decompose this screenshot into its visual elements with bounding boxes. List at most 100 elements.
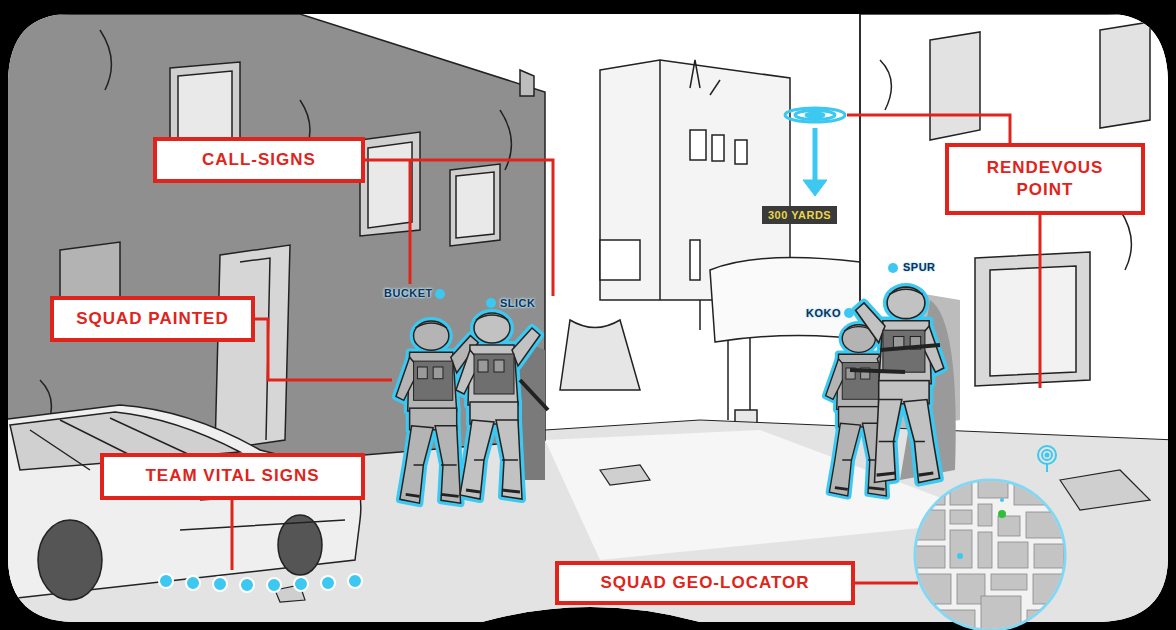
back-buildings-part [600, 240, 640, 280]
callout-box: RENDEVOUS POINT [945, 143, 1145, 215]
squad-geo-locator-map-part-part [1046, 464, 1048, 472]
rendezvous-marker-part [806, 113, 824, 117]
rubble-part [1060, 470, 1150, 510]
right-building-part [930, 32, 980, 140]
callout-text: SQUAD PAINTED [76, 308, 228, 330]
left-building-part [215, 245, 290, 450]
squad-painted-soldiers-part [406, 323, 459, 496]
squad-geo-locator-map-part-part [978, 480, 1008, 498]
back-buildings-part [690, 60, 720, 95]
squad-geo-locator-map-part-part [978, 532, 992, 568]
rendezvous-marker [785, 108, 845, 196]
call-sign-dots-part [435, 289, 445, 299]
leader-lines-part [855, 582, 918, 585]
squad-geo-locator-map-part-part [950, 510, 972, 524]
squad-geo-locator-map-part-part [998, 542, 1028, 568]
team-vital-signs-dots-part [240, 578, 254, 592]
squad-geo-locator-map-part-part [950, 480, 972, 505]
call-sign-dots-part [888, 263, 898, 273]
rendezvous-marker-part [813, 128, 818, 182]
back-buildings-part [735, 140, 747, 164]
left-building-part [520, 70, 534, 96]
squad-geo-locator-map-part [998, 510, 1006, 518]
team-vital-signs-dots-part [186, 576, 200, 590]
callout-box: TEAM VITAL SIGNS [100, 453, 365, 500]
squad-geo-locator-map-part-part [915, 610, 975, 630]
squad-geo-locator-map-part-part [981, 596, 1021, 630]
left-building-part [450, 164, 500, 246]
back-buildings-part [712, 135, 724, 161]
banner-cloth [560, 258, 870, 436]
leader-lines-part [1039, 215, 1042, 388]
left-building-part [456, 172, 494, 238]
rendezvous-marker-part [795, 111, 835, 120]
squad-geo-locator-map-part-part [1014, 480, 1059, 505]
squad-geo-locator-map [915, 446, 1067, 630]
squad-geo-locator-map-part-part [1034, 544, 1064, 568]
left-building-part [368, 142, 412, 228]
team-vital-signs-dots-part [294, 577, 308, 591]
team-vital-signs-dots-part [159, 574, 173, 588]
squad-geo-locator-map-part-part [998, 516, 1020, 536]
squad-painted-soldiers [396, 287, 944, 503]
squad-geo-locator-map-part [957, 553, 963, 559]
callout-text: SQUAD GEO-LOCATOR [600, 572, 809, 594]
squad-geo-locator-map-part [1000, 498, 1004, 502]
leader-lines-part [255, 319, 392, 380]
squad-geo-locator-map-part [915, 480, 1065, 630]
back-buildings-part [690, 130, 706, 160]
call-sign-dots-part [844, 308, 854, 318]
squad-geo-locator-map-part-part [1026, 512, 1064, 538]
call-sign-label: BUCKET [384, 287, 433, 299]
squad-geo-locator-map-part [1038, 446, 1056, 472]
callout-box: SQUAD GEO-LOCATOR [555, 561, 855, 605]
rubble-part [600, 465, 650, 485]
team-vital-signs-dots-part [348, 574, 362, 588]
squad-painted-soldiers-part [856, 287, 944, 482]
team-vital-signs-dots-part [321, 576, 335, 590]
squad-geo-locator-map-part-part [915, 546, 945, 568]
leader-lines-part [231, 500, 234, 570]
leader-lines-part [409, 160, 412, 284]
banner-cloth-part [560, 320, 640, 390]
right-building-part [1100, 22, 1150, 128]
squad-geo-locator-map-part-part [915, 510, 945, 540]
call-sign-label: SLICK [500, 297, 536, 309]
wrecked-car-part [0, 405, 361, 600]
squad-geo-locator-map-part [915, 480, 1067, 630]
banner-cloth-part [728, 338, 750, 420]
squad-geo-locator-map-part-part [950, 530, 972, 568]
leader-lines-part [365, 160, 553, 296]
leader-lines [232, 115, 1040, 583]
callout-text: TEAM VITAL SIGNS [145, 465, 319, 487]
distance-label: 300 YARDS [762, 206, 837, 224]
squad-painted-soldiers-part [877, 289, 934, 475]
squad-geo-locator-map-part-part [915, 480, 945, 505]
squad-geo-locator-map-part-part [1042, 450, 1052, 460]
squad-geo-locator-map-part-part [915, 574, 951, 604]
team-vital-signs-dots-part [213, 577, 227, 591]
wrecked-car-part [38, 520, 102, 600]
squad-painted-soldiers-part [466, 315, 520, 492]
right-building-part [880, 60, 1131, 270]
back-buildings-part [659, 60, 661, 300]
callout-box: SQUAD PAINTED [50, 296, 255, 342]
squad-painted-soldiers-part [456, 313, 540, 499]
squad-geo-locator-map-part-part [1033, 574, 1063, 604]
squad-geo-locator-map-part-part [991, 574, 1027, 590]
squad-painted-soldiers-part [520, 345, 940, 410]
right-building-part [990, 266, 1076, 376]
rendezvous-marker-part [785, 108, 845, 122]
team-vital-signs-dots [159, 574, 362, 592]
wrecked-car [0, 405, 361, 600]
team-vital-signs-dots-part [267, 578, 281, 592]
call-sign-dots-part [486, 298, 496, 308]
rendezvous-marker-part [803, 180, 827, 196]
right-building-part [975, 252, 1090, 386]
call-sign-dots [435, 263, 898, 318]
squad-geo-locator-map-part-part [978, 504, 992, 526]
squad-geo-locator-map-part-part [1046, 454, 1049, 457]
